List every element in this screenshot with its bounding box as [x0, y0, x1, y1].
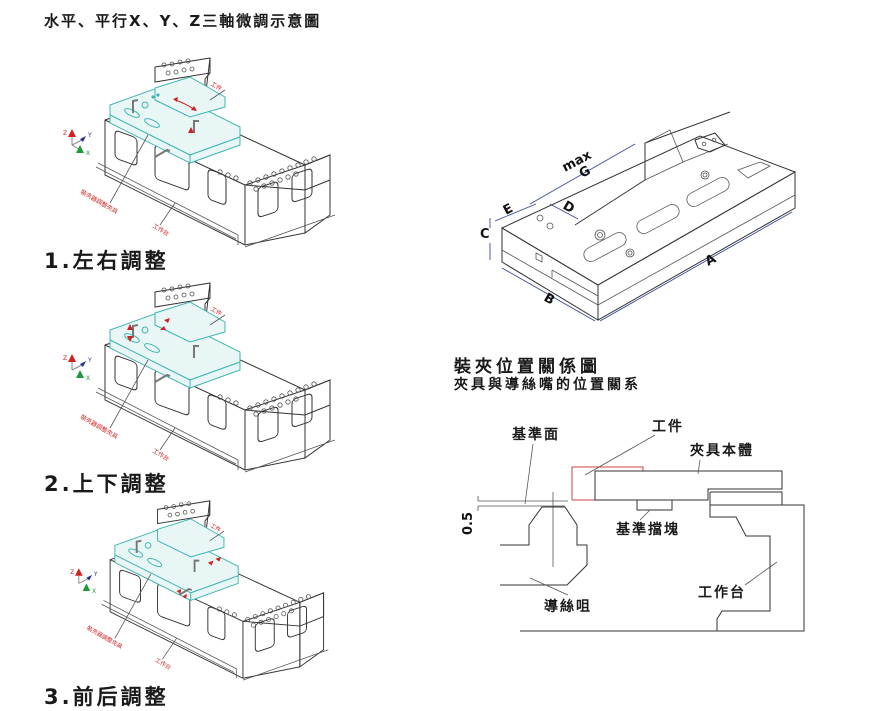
callout-fixture-body: 夾具本體 [690, 443, 754, 459]
callout-fixture: 裝夾器調整夾具 [85, 624, 124, 651]
callout-workpiece: 工件 [652, 419, 684, 435]
fixture-dimension-drawing: C E D max G A B [480, 111, 797, 322]
callout-fixture: 裝夾器調整夾具 [79, 413, 119, 441]
axis-x-label: X [86, 375, 90, 382]
axis-x-label: X [86, 150, 90, 157]
axis-x-label: X [92, 589, 96, 595]
relation-section-title: 裝夾位置關係圖 [454, 357, 601, 377]
dimension-lines [489, 143, 793, 322]
callout-wire-guide: 導絲咀 [544, 599, 592, 615]
axis-legend [68, 129, 86, 153]
axis-z-label: Z [70, 570, 74, 576]
dim-label-d: D [560, 198, 577, 216]
dim-label-c: C [480, 227, 490, 242]
axis-y-label: Y [93, 572, 98, 578]
relation-cross-section: 0.5 [461, 434, 805, 632]
axis-z-label: Z [63, 355, 67, 362]
adjustment-diagram-1: Z Y X 裝夾器調整夾具 工作台 工件 [63, 57, 336, 248]
dim-label-a: A [703, 252, 719, 270]
dim-label-e: E [501, 201, 516, 218]
callout-fixture: 裝夾器調整夾具 [79, 188, 119, 216]
axis-y-label: Y [87, 132, 92, 139]
callout-worktable: 工作台 [698, 585, 746, 601]
relation-section-subtitle: 夾具與導絲嘴的位置關系 [454, 377, 641, 393]
callout-reference-face: 基準面 [512, 427, 560, 443]
dim-label-b: B [541, 290, 557, 308]
callout-reference-block: 基準擋塊 [616, 522, 680, 538]
adjustment-diagram-2: Z Y X 裝夾器調整夾具 工作台 工件 [63, 282, 336, 473]
step-label-3: 3.前后調整 [44, 685, 169, 709]
step-label-2: 2.上下調整 [44, 472, 169, 496]
axis-y-label: Y [87, 357, 92, 364]
gap-dimension-label: 0.5 [461, 512, 476, 535]
axis-z-label: Z [63, 130, 67, 137]
dim-label-g: G [577, 163, 593, 181]
page-title: 水平、平行X、Y、Z三軸微調示意圖 [44, 12, 322, 30]
step-label-1: 1.左右調整 [44, 249, 169, 273]
adjustment-diagram-3: Z Y X 裝夾器調整夾具 工作台 工件 [70, 500, 329, 681]
